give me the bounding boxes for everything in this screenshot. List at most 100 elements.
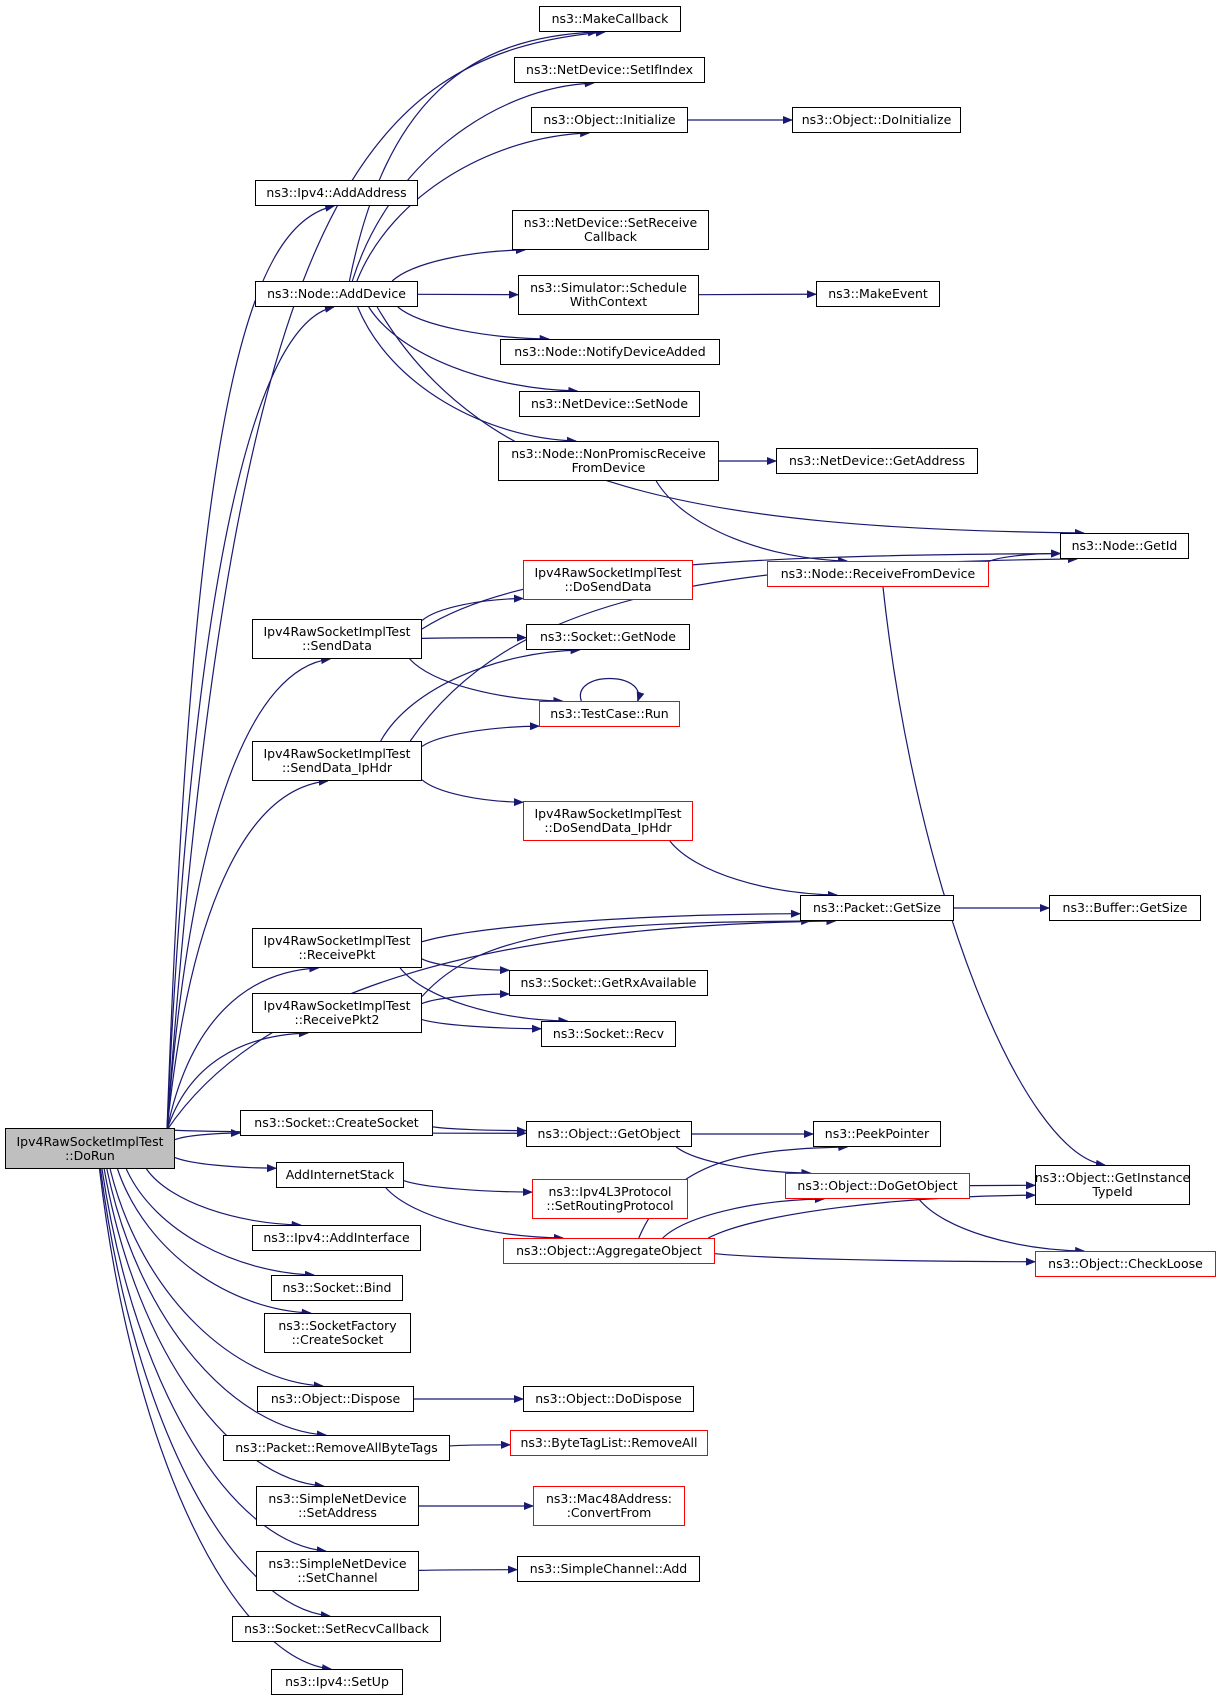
node-label-line: ns3::Simulator::Schedule	[530, 280, 687, 295]
node-label-line: Ipv4RawSocketImplTest	[534, 806, 682, 821]
node-label-line: ns3::MakeCallback	[551, 11, 669, 26]
node-scadd[interactable]: ns3::SimpleChannel::Add	[517, 1556, 700, 1582]
node-bufgetsize[interactable]: ns3::Buffer::GetSize	[1049, 895, 1201, 921]
node-dogetobj[interactable]: ns3::Object::DoGetObject	[785, 1173, 970, 1199]
node-setnode[interactable]: ns3::NetDevice::SetNode	[519, 391, 700, 417]
node-setifindex[interactable]: ns3::NetDevice::SetIfIndex	[514, 57, 705, 83]
node-peekptr[interactable]: ns3::PeekPointer	[813, 1121, 941, 1147]
edge-nodeadddev-to-notifydev	[397, 306, 550, 343]
node-ipv4setup[interactable]: ns3::Ipv4::SetUp	[271, 1669, 403, 1695]
edge-root-to-snsetchan	[101, 1168, 327, 1555]
node-dosenddataip[interactable]: Ipv4RawSocketImplTest::DoSendData_IpHdr	[523, 801, 693, 841]
node-label-line: ns3::Node::NotifyDeviceAdded	[514, 344, 706, 359]
edge-recvpkt-to-getrxavail	[421, 958, 510, 975]
edge-root-to-setrecvcallback	[99, 1168, 331, 1620]
node-sockbind[interactable]: ns3::Socket::Bind	[271, 1275, 403, 1301]
edge-root-to-ipv4addaddr	[166, 203, 336, 1131]
edge-dogetobj-to-checkloose	[918, 1198, 1086, 1255]
node-label-line: ::SetRoutingProtocol	[546, 1198, 674, 1213]
node-objinit[interactable]: ns3::Object::Initialize	[531, 107, 688, 133]
edge-recvpkt-to-sockrecv	[399, 967, 569, 1025]
node-aggobj[interactable]: ns3::Object::AggregateObject	[503, 1238, 715, 1264]
edge-recvpkt-to-pktgetsize	[421, 909, 801, 943]
node-label-line: TypeId	[1092, 1184, 1133, 1199]
node-label-line: ns3::Socket::GetNode	[540, 629, 676, 644]
node-sfcreate[interactable]: ns3::SocketFactory::CreateSocket	[264, 1313, 411, 1353]
node-objdoinit[interactable]: ns3::Object::DoInitialize	[792, 107, 961, 133]
node-label-line: ns3::Socket::CreateSocket	[254, 1115, 419, 1130]
edge-nodeadddev-to-nonpromisc	[357, 306, 577, 445]
edge-getobject-to-dogetobj	[675, 1146, 812, 1177]
edge-dosenddataip-to-pktgetsize	[669, 840, 838, 899]
node-ipv4addif[interactable]: ns3::Ipv4::AddInterface	[252, 1225, 421, 1251]
node-label-line: WithContext	[569, 294, 648, 309]
node-label-line: ns3::Object::GetInstance	[1034, 1170, 1191, 1185]
node-checkloose[interactable]: ns3::Object::CheckLoose	[1035, 1251, 1216, 1277]
edge-senddata-to-sockgetnode	[421, 633, 527, 642]
edge-root-to-senddata	[166, 656, 332, 1131]
edges-layer	[98, 28, 1106, 1673]
node-senddata[interactable]: Ipv4RawSocketImplTest::SendData	[252, 619, 422, 659]
node-label-line: ns3::Ipv4L3Protocol	[548, 1184, 672, 1199]
node-addinet[interactable]: AddInternetStack	[276, 1162, 404, 1188]
node-label-line: ::ReceivePkt	[298, 947, 376, 962]
node-testrun[interactable]: ns3::TestCase::Run	[539, 701, 680, 727]
node-label-line: ::SetChannel	[297, 1570, 378, 1585]
node-nodeadddev[interactable]: ns3::Node::AddDevice	[255, 281, 418, 307]
node-objdodispose[interactable]: ns3::Object::DoDispose	[523, 1386, 694, 1412]
node-label-line: ns3::Buffer::GetSize	[1062, 900, 1188, 915]
node-label-line: ::SendData_IpHdr	[281, 760, 393, 775]
node-label-line: ns3::Ipv4::AddInterface	[263, 1230, 410, 1245]
node-label-line: ns3::Object::DoInitialize	[801, 112, 952, 127]
node-makecallback[interactable]: ns3::MakeCallback	[539, 6, 681, 32]
node-label-line: Callback	[583, 229, 638, 244]
node-label-line: Ipv4RawSocketImplTest	[534, 565, 682, 580]
edge-senddataip-to-sockgetnode	[380, 646, 581, 742]
node-label-line: ns3::Object::CheckLoose	[1048, 1256, 1203, 1271]
node-label-line: AddInternetStack	[285, 1167, 395, 1182]
node-label-line: Ipv4RawSocketImplTest	[263, 624, 411, 639]
node-snsetchan[interactable]: ns3::SimpleNetDevice::SetChannel	[256, 1551, 419, 1591]
node-label-line: ns3::SimpleNetDevice	[268, 1556, 407, 1571]
edge-root-to-recvpkt2	[166, 1029, 309, 1131]
node-sockrecv[interactable]: ns3::Socket::Recv	[541, 1021, 676, 1047]
node-label-line: ns3::Ipv4::SetUp	[285, 1674, 389, 1689]
node-label-line: ns3::SimpleChannel::Add	[529, 1561, 688, 1576]
edge-snsetchan-to-scadd	[418, 1565, 518, 1574]
node-mac48conv[interactable]: ns3::Mac48Address::ConvertFrom	[533, 1486, 685, 1526]
node-createsock[interactable]: ns3::Socket::CreateSocket	[240, 1110, 433, 1136]
node-notifydev[interactable]: ns3::Node::NotifyDeviceAdded	[500, 339, 720, 365]
node-label-line: ns3::Socket::Recv	[552, 1026, 665, 1041]
node-pktgetsize[interactable]: ns3::Packet::GetSize	[800, 895, 954, 921]
edge-senddataip-to-testrun	[421, 722, 540, 747]
edge-nodeadddev-to-setnode	[368, 306, 579, 395]
edge-testrun-to-testrun	[579, 677, 645, 702]
node-recvfromdev[interactable]: ns3::Node::ReceiveFromDevice	[767, 561, 989, 587]
node-recvpkt2[interactable]: Ipv4RawSocketImplTest::ReceivePkt2	[252, 993, 422, 1033]
node-getrxavail[interactable]: ns3::Socket::GetRxAvailable	[509, 970, 708, 996]
node-setrouting[interactable]: ns3::Ipv4L3Protocol::SetRoutingProtocol	[532, 1179, 688, 1219]
node-getid[interactable]: ns3::Node::GetId	[1060, 533, 1189, 559]
node-makeevent[interactable]: ns3::MakeEvent	[816, 281, 940, 307]
node-recvpkt[interactable]: Ipv4RawSocketImplTest::ReceivePkt	[252, 928, 422, 968]
node-getobject[interactable]: ns3::Object::GetObject	[526, 1121, 692, 1147]
node-snsetaddr[interactable]: ns3::SimpleNetDevice::SetAddress	[256, 1486, 419, 1526]
node-label-line: ns3::Object::Dispose	[270, 1391, 401, 1406]
node-objdispose[interactable]: ns3::Object::Dispose	[257, 1386, 414, 1412]
edge-addinet-to-aggobj	[385, 1187, 564, 1242]
node-root: Ipv4RawSocketImplTest::DoRun	[5, 1128, 175, 1169]
node-btlremove[interactable]: ns3::ByteTagList::RemoveAll	[510, 1430, 708, 1456]
node-dosenddata[interactable]: Ipv4RawSocketImplTest::DoSendData	[523, 560, 693, 600]
node-label-line: ns3::Mac48Address:	[545, 1491, 673, 1506]
node-rmbytetags[interactable]: ns3::Packet::RemoveAllByteTags	[223, 1435, 450, 1461]
node-getaddress[interactable]: ns3::NetDevice::GetAddress	[776, 448, 978, 474]
node-label-line: ::DoSendData	[564, 579, 652, 594]
node-sockgetnode[interactable]: ns3::Socket::GetNode	[526, 624, 690, 650]
node-senddataip[interactable]: Ipv4RawSocketImplTest::SendData_IpHdr	[252, 741, 422, 781]
node-setrecvcallback[interactable]: ns3::Socket::SetRecvCallback	[232, 1616, 441, 1642]
node-ipv4addaddr[interactable]: ns3::Ipv4::AddAddress	[255, 180, 418, 206]
